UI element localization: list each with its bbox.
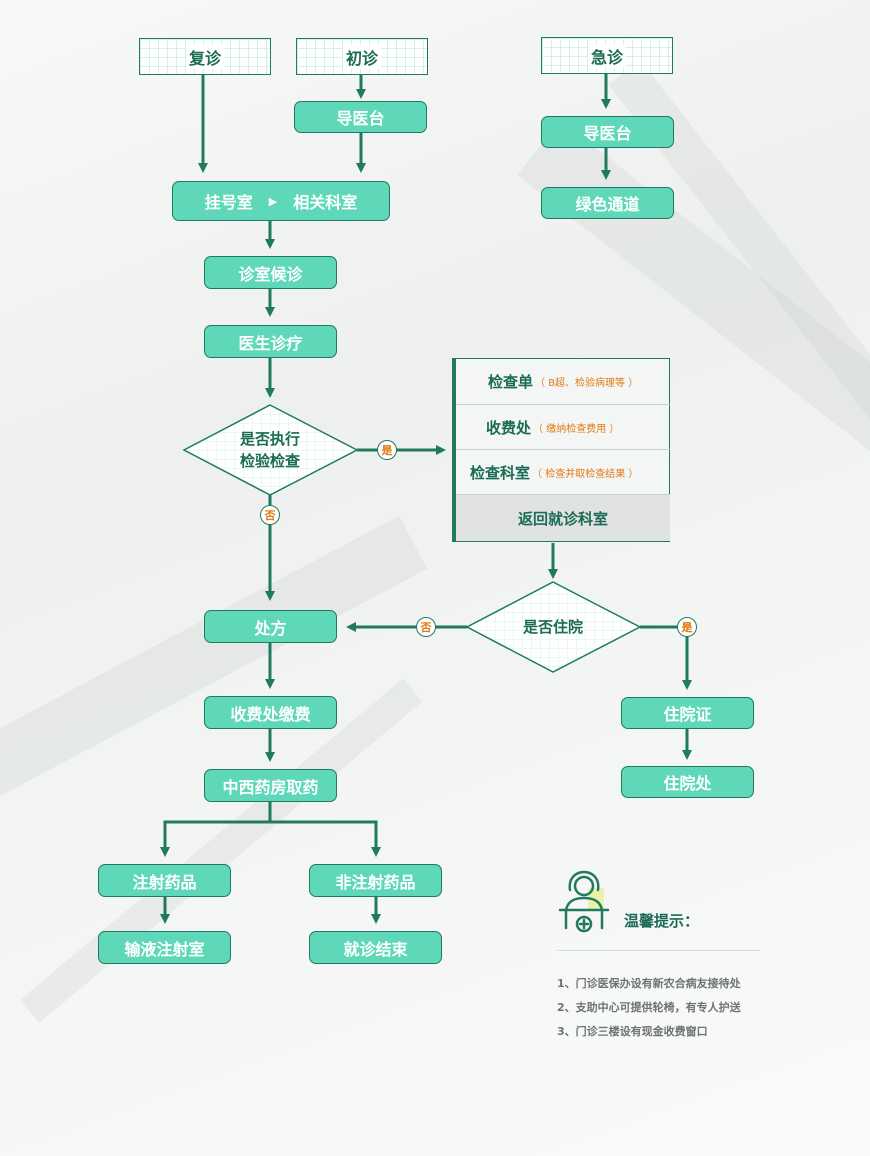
green-channel-box: 绿色通道: [541, 187, 674, 219]
related-dept-label: 相关科室: [293, 193, 358, 212]
doctor-treatment-box: 医生诊疗: [204, 325, 337, 358]
visit-end-label: 就诊结束: [343, 939, 408, 959]
registration-box: 挂号室 ▶ 相关科室: [172, 181, 390, 221]
exam-payment-note: （ 缴纳检查费用 ）: [533, 423, 620, 435]
first-visit-box: 初诊: [296, 38, 428, 75]
injection-drug-label: 注射药品: [132, 872, 197, 892]
hospitalize-decision-diamond: [465, 581, 642, 673]
non-injection-drug-label: 非注射药品: [335, 872, 416, 892]
yes-text: 是: [381, 444, 393, 457]
exam-no-badge: 否: [260, 505, 280, 525]
emergency-guide-desk-label: 导医台: [583, 124, 632, 143]
exam-payment-label: 收费处: [486, 418, 532, 437]
no-text: 否: [264, 509, 276, 522]
exam-decision-line-2: 检验检查: [239, 452, 300, 470]
infusion-room-label: 输液注射室: [124, 939, 205, 959]
return-department-label: 返回就诊科室: [517, 509, 608, 528]
tip-item: 2、支助中心可提供轮椅，有专人护送: [557, 1001, 741, 1014]
hospitalize-no-badge: 否: [416, 617, 436, 637]
exam-row-department: 检查科室 （ 检查并取检查结果 ）: [456, 450, 670, 495]
emergency-box: 急诊: [541, 37, 673, 74]
pharmacy-box: 中西药房取药: [204, 769, 337, 802]
tip-item: 3、门诊三楼设有现金收费窗口: [557, 1025, 708, 1038]
visit-end-box: 就诊结束: [309, 931, 442, 964]
non-injection-drug-box: 非注射药品: [309, 864, 442, 897]
arrow-pharmacy-split-right: [270, 820, 381, 857]
guide-desk-label: 导医台: [336, 109, 385, 128]
exam-row-order: 检查单 （ B超、检验病理等 ）: [456, 359, 670, 405]
yes-text: 是: [681, 621, 693, 634]
revisit-box: 复诊: [139, 38, 271, 75]
prescription-label: 处方: [254, 618, 287, 638]
admission-certificate-box: 住院证: [621, 697, 754, 729]
receptionist-icon: [558, 870, 610, 933]
doctor-treatment-label: 医生诊疗: [238, 333, 303, 353]
arrow-pharmacy-split-left: [160, 802, 272, 857]
hospitalize-decision-text: 是否住院: [522, 618, 583, 636]
exam-department-label: 检查科室: [470, 463, 531, 482]
injection-drug-box: 注射药品: [98, 864, 231, 897]
exam-yes-badge: 是: [377, 440, 397, 460]
exam-process-panel: 检查单 （ B超、检验病理等 ） 收费处 （ 缴纳检查费用 ） 检查科室 （ 检…: [452, 358, 670, 542]
exam-decision-line-1: 是否执行: [239, 430, 300, 448]
no-text: 否: [420, 621, 432, 634]
exam-decision-diamond: [182, 404, 359, 496]
emergency-label: 急诊: [587, 43, 626, 68]
exam-decision-label: 是否执行 检验检查: [230, 428, 310, 472]
exam-row-payment: 收费处 （ 缴纳检查费用 ）: [456, 405, 670, 450]
emergency-guide-desk-box: 导医台: [541, 116, 674, 148]
pharmacy-label: 中西药房取药: [222, 777, 319, 797]
guide-desk-box: 导医台: [294, 101, 427, 133]
waiting-room-box: 诊室候诊: [204, 256, 337, 289]
hospitalize-yes-badge: 是: [677, 617, 697, 637]
tips-list: 1、门诊医保办设有新农合病友接待处 2、支助中心可提供轮椅，有专人护送 3、门诊…: [557, 972, 741, 1044]
arrow-hospitalize-yes-to-certificate: [640, 625, 692, 690]
tip-item: 1、门诊医保办设有新农合病友接待处: [557, 977, 741, 990]
first-visit-label: 初诊: [342, 44, 381, 69]
registration-label: 挂号室: [204, 193, 253, 212]
exam-order-label: 检查单: [488, 373, 534, 391]
green-channel-label: 绿色通道: [575, 195, 640, 214]
admission-office-box: 住院处: [621, 766, 754, 798]
exam-department-note: （ 检查并取检查结果 ）: [532, 468, 639, 480]
infusion-room-box: 输液注射室: [98, 931, 231, 964]
exam-order-note: （ B超、检验病理等 ）: [535, 378, 639, 389]
tips-title: 温馨提示：: [624, 912, 700, 930]
waiting-room-label: 诊室候诊: [238, 264, 303, 284]
admission-certificate-label: 住院证: [663, 705, 712, 724]
exam-row-return: 返回就诊科室: [456, 495, 670, 541]
prescription-box: 处方: [204, 610, 337, 643]
hospitalize-decision-label: 是否住院: [513, 616, 593, 638]
revisit-label: 复诊: [185, 44, 224, 69]
pay-fee-label: 收费处缴费: [230, 704, 311, 724]
tips-divider: [557, 950, 760, 951]
arrow-right-icon: ▶: [268, 194, 278, 208]
pay-fee-box: 收费处缴费: [204, 696, 337, 729]
admission-office-label: 住院处: [663, 774, 712, 793]
